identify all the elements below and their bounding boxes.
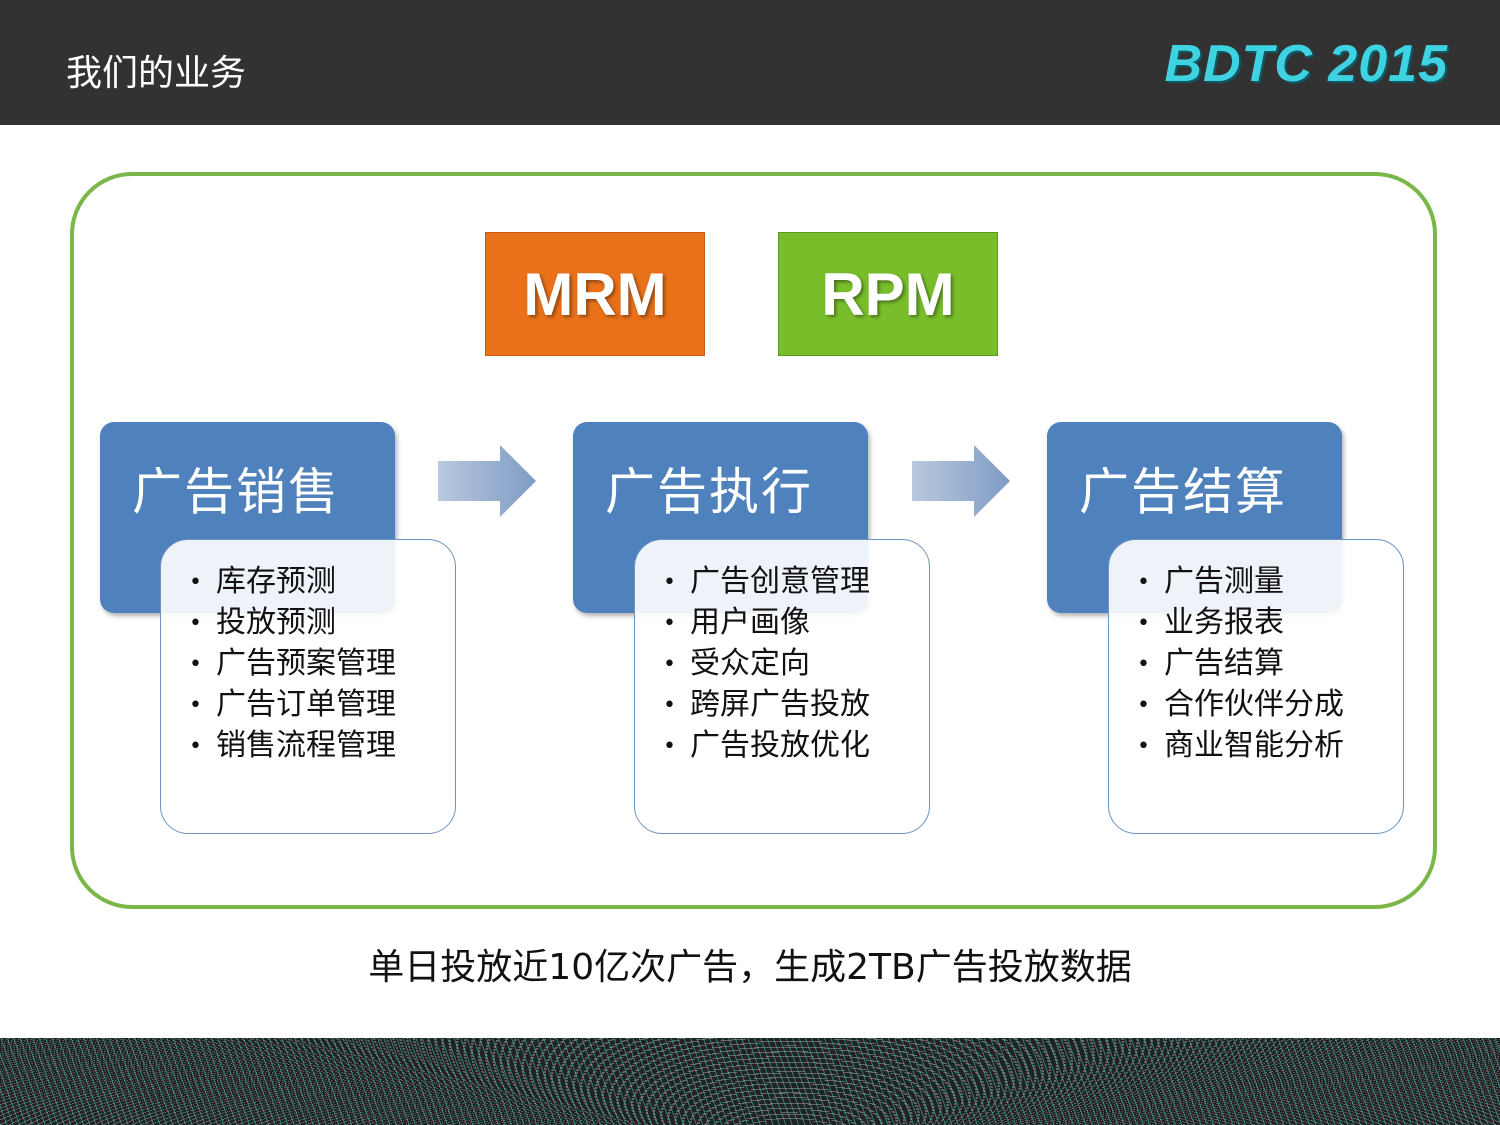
list-item: 商业智能分析 — [1137, 726, 1403, 767]
list-item: 销售流程管理 — [189, 726, 455, 767]
list-item: 合作伙伴分成 — [1137, 685, 1403, 726]
list-item: 广告结算 — [1137, 644, 1403, 685]
stage-sales-list: 库存预测 投放预测 广告预案管理 广告订单管理 销售流程管理 — [160, 539, 456, 834]
summary-caption: 单日投放近10亿次广告，生成2TB广告投放数据 — [368, 947, 1132, 988]
list-item: 广告订单管理 — [189, 685, 455, 726]
slide-header: 我们的业务 BDTC 2015 — [0, 0, 1500, 125]
stage-title: 广告执行 — [605, 463, 813, 521]
list-item: 受众定向 — [663, 644, 929, 685]
list-item: 跨屏广告投放 — [663, 685, 929, 726]
stage-title: 广告销售 — [132, 463, 340, 521]
stage-title: 广告结算 — [1079, 463, 1287, 521]
stage-execution-list: 广告创意管理 用户画像 受众定向 跨屏广告投放 广告投放优化 — [634, 539, 930, 834]
arrow-right-icon — [438, 445, 536, 517]
list-item: 广告预案管理 — [189, 644, 455, 685]
list-item: 库存预测 — [189, 562, 455, 603]
list-item: 广告创意管理 — [663, 562, 929, 603]
list-item: 投放预测 — [189, 603, 455, 644]
list-item: 业务报表 — [1137, 603, 1403, 644]
list-item: 广告投放优化 — [663, 726, 929, 767]
list-item: 广告测量 — [1137, 562, 1403, 603]
slide-title: 我们的业务 — [66, 53, 247, 94]
arrow-right-icon — [912, 445, 1010, 517]
decorative-wave-band — [0, 1038, 1500, 1125]
rpm-tag: RPM — [778, 232, 998, 356]
stage-settlement-list: 广告测量 业务报表 广告结算 合作伙伴分成 商业智能分析 — [1108, 539, 1404, 834]
mrm-tag: MRM — [485, 232, 705, 356]
bdtc-logo: BDTC 2015 — [1164, 35, 1448, 93]
business-frame — [70, 172, 1437, 909]
list-item: 用户画像 — [663, 603, 929, 644]
